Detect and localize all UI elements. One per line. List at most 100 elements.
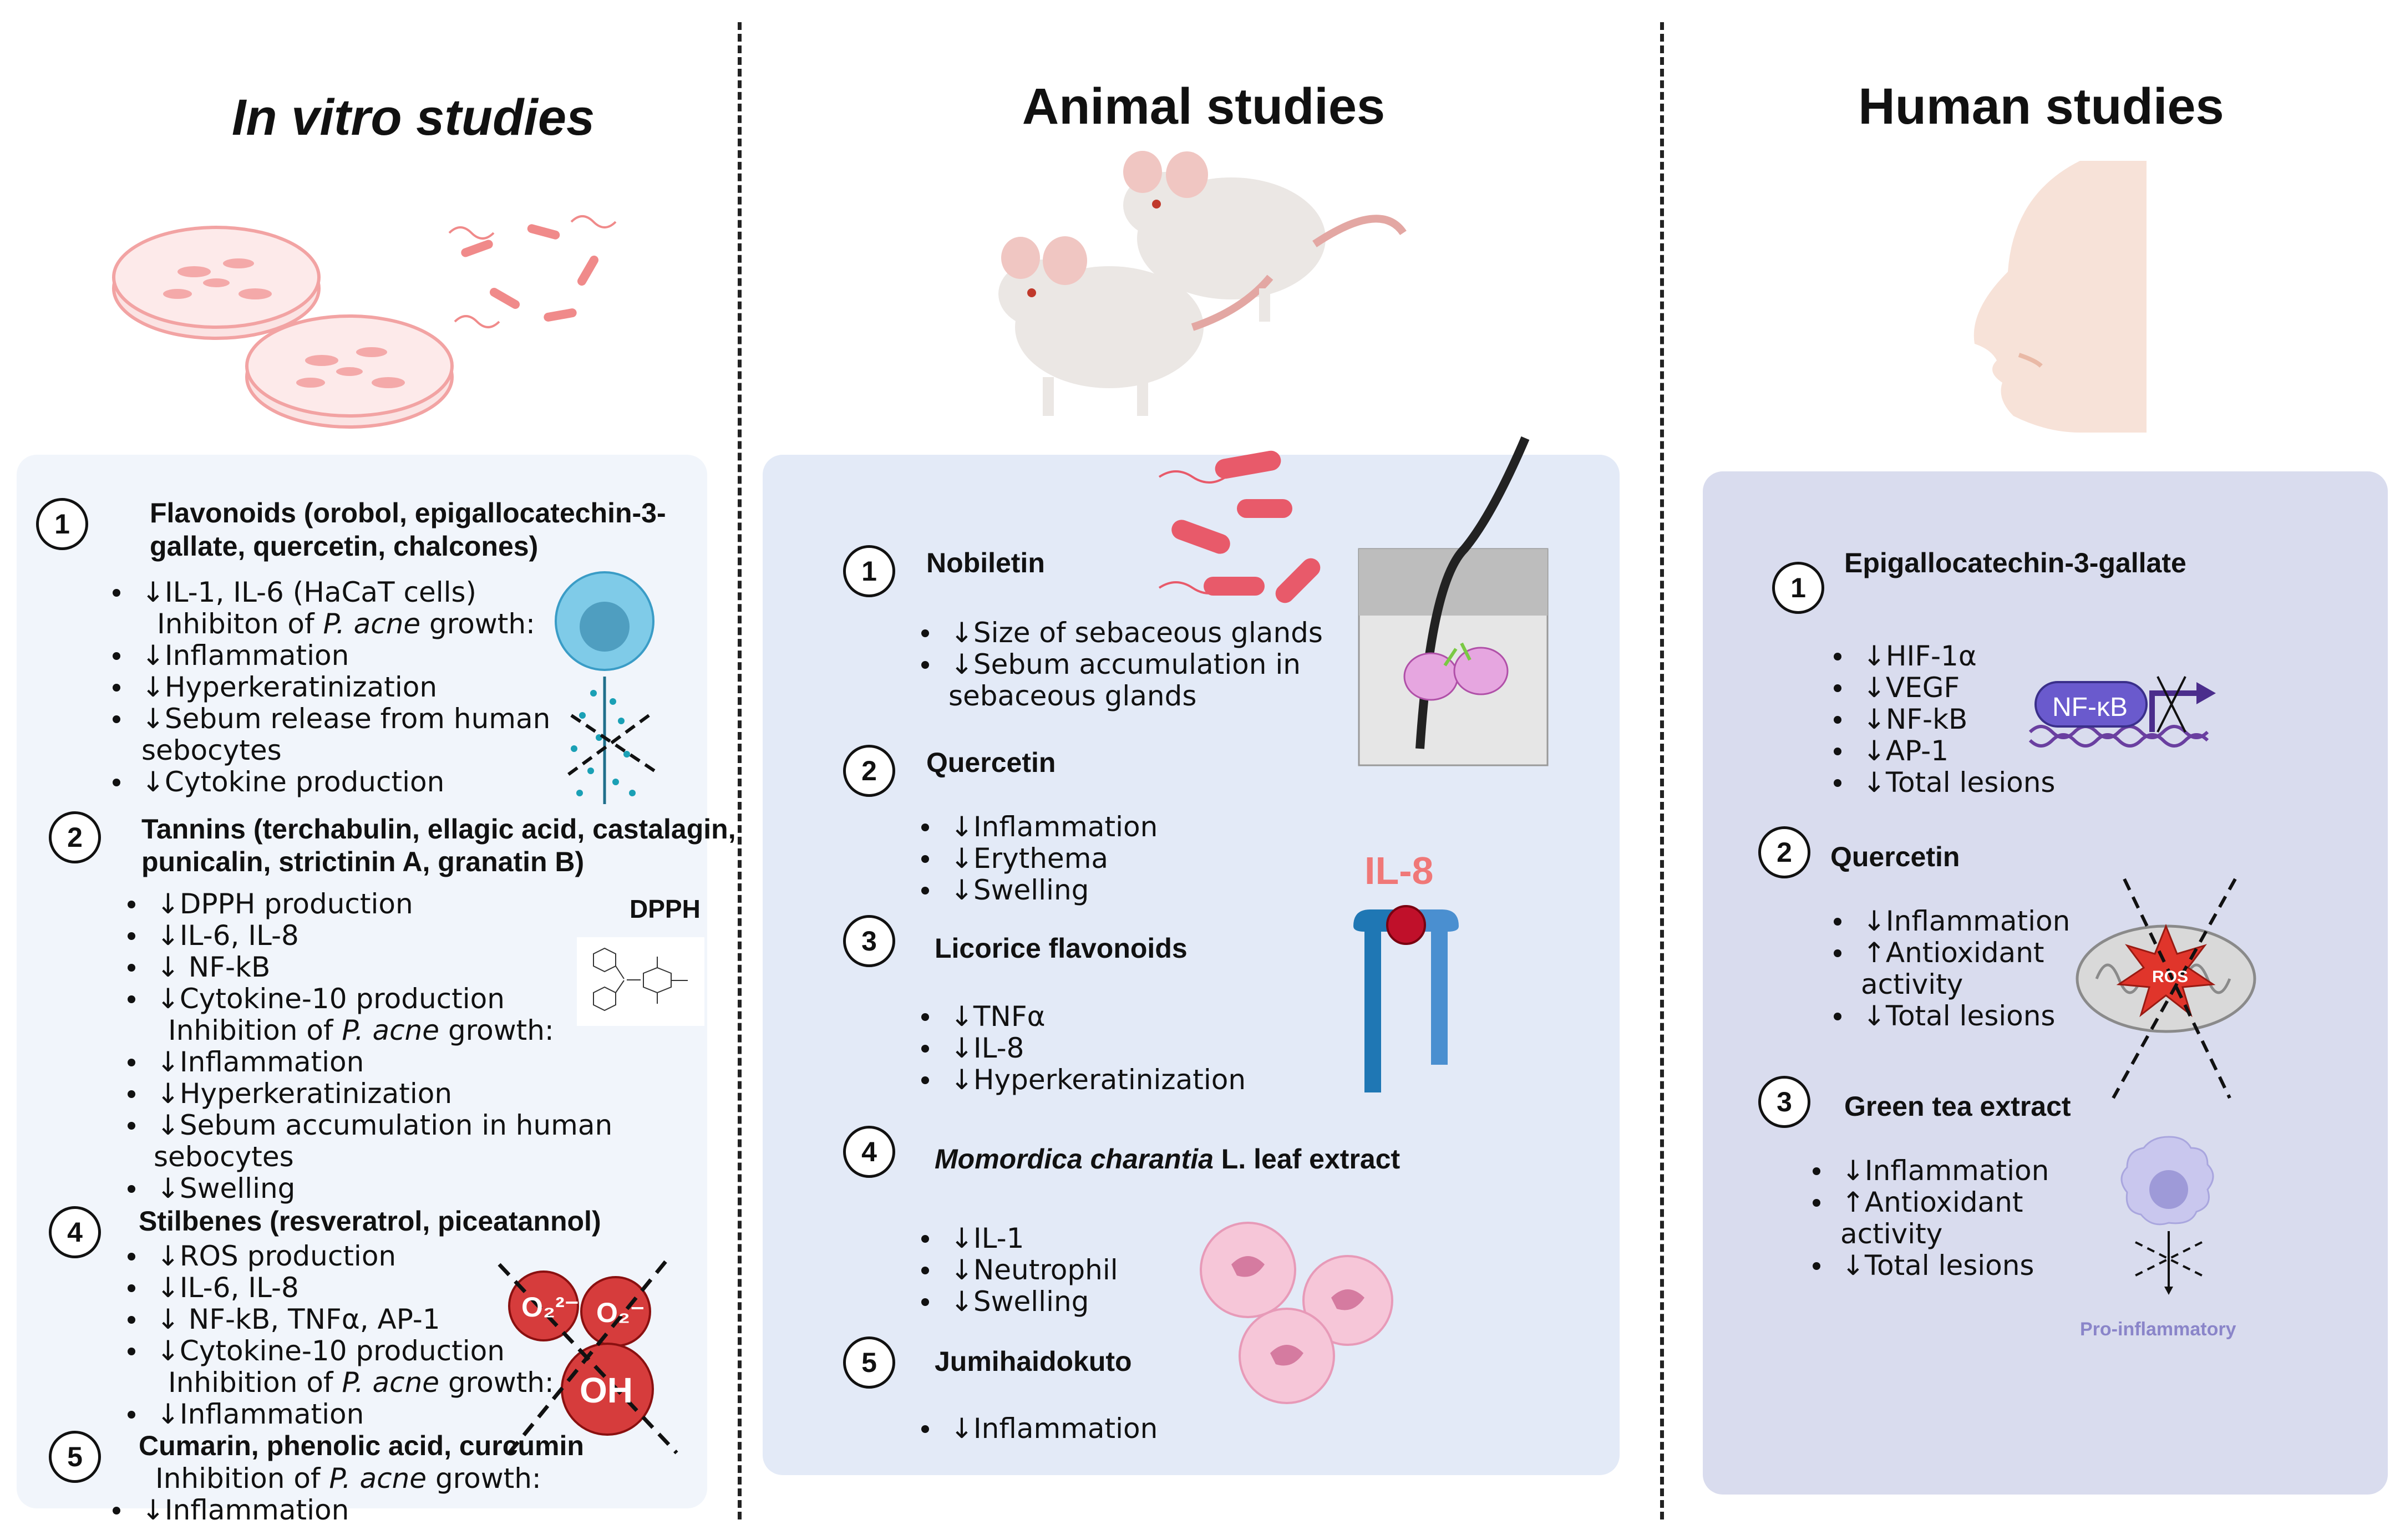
section-heading: Green tea extract	[1844, 1091, 2071, 1122]
bullet: ↓Total lesions	[1834, 1000, 2056, 1032]
bullet: ↓ NF-kB	[127, 951, 271, 983]
bullet: ↓Sebum accumulation in	[921, 648, 1301, 680]
dpph-molecule-icon	[577, 937, 704, 1026]
section-heading: Cumarin, phenolic acid, curcumin	[139, 1430, 584, 1461]
bullet: ↓Inflammation	[127, 1046, 364, 1078]
bullet: ↓Swelling	[921, 874, 1089, 906]
bullet: ↓Inflammation	[112, 639, 349, 672]
step-number: 4	[843, 1126, 895, 1178]
inhibition-line: Inhibition of P. acne growth:	[155, 1462, 541, 1495]
bullet: ↓Neutrophil	[921, 1254, 1118, 1286]
panel-human	[1703, 471, 2388, 1495]
bullet-continuation: activity	[1861, 968, 1963, 1000]
nfkb-label: NF-κB	[2052, 693, 2128, 722]
section-heading: Jumihaidokuto	[935, 1346, 1132, 1377]
bullet: ↓ROS production	[127, 1240, 397, 1272]
bullet: ↓Size of sebaceous glands	[921, 617, 1323, 649]
mitochondria-ros-icon	[2076, 878, 2256, 1099]
ros-hydroxyl-label: OH	[580, 1370, 633, 1410]
inhibition-line: Inhibition of P. acne growth:	[168, 1014, 554, 1046]
ros-molecules-icon	[498, 1260, 678, 1460]
section-heading: gallate, quercetin, chalcones)	[150, 531, 539, 562]
step-number: 2	[1758, 826, 1810, 878]
immune-cell-icon	[2120, 1136, 2214, 1295]
section-heading: Epigallocatechin-3-gallate	[1844, 547, 2186, 578]
bullet: ↓Inflammation	[127, 1398, 364, 1430]
bullet: ↓Hyperkeratinization	[112, 671, 438, 703]
bullet: ↑Antioxidant	[1834, 937, 2044, 969]
bullet: ↓Erythema	[921, 842, 1109, 875]
title-in-vitro: In vitro studies	[231, 89, 595, 146]
bullet: ↓Hyperkeratinization	[127, 1078, 453, 1110]
bacteria-rods-icon	[1158, 450, 1321, 603]
il8-receptor-icon	[1353, 905, 1459, 1092]
neutrophils-icon	[1200, 1222, 1393, 1404]
title-human: Human studies	[1858, 78, 2224, 135]
step-number: 5	[49, 1431, 101, 1483]
bullet: ↓Swelling	[127, 1172, 296, 1204]
cell-icon	[555, 571, 656, 804]
step-number: 3	[843, 915, 895, 967]
bullet: ↓Swelling	[921, 1285, 1089, 1318]
ros-superoxide-label: O₂⁻	[596, 1297, 645, 1328]
bullet: ↓Inflammation	[921, 1412, 1158, 1445]
bullet-continuation: sebocytes	[154, 1141, 294, 1173]
bullet: ↓IL-6, IL-8	[128, 1272, 299, 1304]
step-number: 1	[1772, 562, 1824, 614]
il8-label: IL-8	[1364, 849, 1434, 892]
section-heading: Momordica charantia L. leaf extract	[935, 1143, 1401, 1175]
sebaceous-gland-icon	[1358, 436, 1549, 766]
step-number: 4	[49, 1206, 101, 1258]
mice-icon	[998, 151, 1407, 416]
ros-superoxide-2-label: O₂²⁻	[521, 1292, 580, 1323]
section-heading: Quercetin	[926, 747, 1056, 778]
bullet: ↓NF-kB	[1833, 703, 1968, 735]
human-face-icon	[1973, 161, 2147, 433]
step-number: 5	[843, 1336, 895, 1389]
bullet: ↓Inflammation	[1812, 1155, 2049, 1187]
bullet: ↑Antioxidant	[1813, 1186, 2023, 1218]
section-heading: Flavonoids (orobol, epigallocatechin-3-	[150, 497, 666, 528]
bullet-continuation: sebocytes	[141, 734, 282, 766]
bullet: ↓Sebum accumulation in human	[127, 1109, 613, 1141]
bullet: ↓DPPH production	[128, 888, 413, 920]
bullet: ↓IL-1	[921, 1222, 1024, 1254]
bullet: ↓Inflammation	[1833, 905, 2071, 937]
bullet: ↓Total lesions	[1834, 766, 2056, 799]
step-number: 1	[843, 545, 895, 597]
bullet: ↓Cytokine-10 production	[128, 1335, 505, 1367]
divider-right	[1660, 22, 1664, 1519]
bullet: ↓Inflammation	[921, 811, 1158, 843]
bullet: ↓Cytokine-10 production	[128, 983, 505, 1015]
nfkb-dna-icon	[2028, 676, 2216, 748]
bullet: ↓VEGF	[1833, 672, 1960, 704]
bacteria-icon	[448, 215, 617, 328]
section-heading: Nobiletin	[926, 547, 1045, 578]
step-number: 3	[1758, 1076, 1810, 1128]
bullet: ↓IL-6, IL-8	[128, 919, 299, 952]
section-heading: Tannins (terchabulin, ellagic acid, cast…	[141, 814, 736, 845]
section-heading: Stilbenes (resveratrol, piceatannol)	[139, 1206, 601, 1237]
step-number: 2	[49, 811, 101, 863]
bullet: ↓Cytokine production	[112, 766, 445, 798]
bullet: ↓Hyperkeratinization	[921, 1064, 1246, 1096]
ros-label: ROS	[2152, 968, 2189, 986]
bullet: ↓Inflammation	[112, 1494, 349, 1526]
bullet: ↓AP-1	[1833, 735, 1949, 767]
dpph-label: DPPH	[630, 894, 701, 923]
petri-dish-icon	[112, 226, 454, 429]
step-number: 1	[36, 498, 88, 550]
bullet: ↓Total lesions	[1813, 1249, 2034, 1282]
bullet-continuation: sebaceous glands	[948, 680, 1197, 712]
section-heading: Quercetin	[1830, 841, 1960, 872]
bullet: ↓IL-1, IL-6 (HaCaT cells)	[112, 576, 477, 608]
section-heading: punicalin, strictinin A, granatin B)	[141, 846, 585, 877]
bullet: ↓HIF-1α	[1834, 640, 1977, 672]
bullet: ↓TNFα	[921, 1000, 1046, 1033]
step-number: 2	[843, 745, 895, 797]
bullet: ↓IL-8	[921, 1032, 1024, 1064]
inhibition-line: Inhibiton of P. acne growth:	[157, 608, 535, 640]
title-animal: Animal studies	[1022, 78, 1386, 135]
bullet: ↓Sebum release from human	[112, 703, 551, 735]
section-heading: Licorice flavonoids	[935, 933, 1188, 964]
